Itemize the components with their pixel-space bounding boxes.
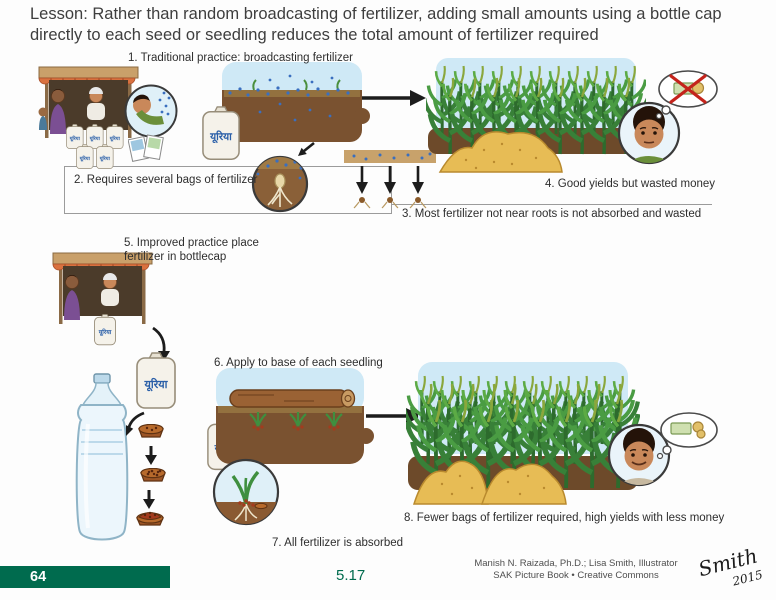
fertilizer-bag-traditional	[202, 106, 240, 160]
grain-pile-traditional	[438, 131, 563, 173]
unabsorbed-fertilizer-diagram	[344, 150, 436, 209]
broadcast-granules	[228, 74, 350, 122]
step-4-label: 4. Good yields but wasted money	[545, 178, 716, 190]
step-6-label: 6. Apply to base of each seedling	[214, 357, 383, 369]
seedling-inset	[212, 458, 280, 526]
fertilizer-photos	[128, 134, 164, 162]
arrow-bag-to-cap	[126, 411, 145, 436]
page-number-bar: 64	[0, 566, 170, 588]
fertilizer-bag-stack	[66, 124, 124, 169]
credits-line-1: Manish N. Raizada, Ph.D.; Lisa Smith, Il…	[474, 558, 678, 569]
grain-piles-improved	[412, 460, 567, 505]
step-3-label: 3. Most fertilizer not near roots is not…	[402, 208, 702, 220]
traditional-section-line	[392, 204, 712, 205]
farmer-face-improved	[607, 423, 671, 487]
fertilizer-bag-improved	[136, 352, 176, 409]
shopkeeper-figure	[87, 87, 105, 120]
broadcasting-inset	[124, 84, 178, 138]
fertilizer-shop-traditional	[38, 66, 139, 169]
bottlecap-partial	[140, 468, 166, 482]
figure-number: 5.17	[336, 567, 366, 584]
plastic-bottle	[75, 373, 129, 541]
spot-fertilized-seedlings	[249, 412, 343, 431]
step-2-label: 2. Requires several bags of fertilizer	[74, 174, 258, 186]
credits-block: Manish N. Raizada, Ph.D.; Lisa Smith, Il…	[462, 558, 690, 583]
bottlecap-empty	[138, 424, 164, 438]
arrow-to-roots-inset	[298, 141, 315, 156]
step-8-label: 8. Fewer bags of fertilizer required, hi…	[404, 512, 725, 524]
arrow-cap-down-2	[143, 490, 155, 509]
cap-granules	[238, 499, 255, 507]
step-1-label: 1. Traditional practice: broadcasting fe…	[128, 52, 353, 64]
thought-bubble-wasted-money	[655, 70, 718, 120]
fertilizer-shop-improved	[52, 252, 153, 346]
page-title: Lesson: Rather than random broadcasting …	[30, 5, 722, 45]
thrown-fertilizer-granules	[158, 91, 171, 116]
shopkeeper-figure	[101, 273, 119, 306]
farmer-face-traditional	[617, 101, 681, 165]
arrow-cap-down-1	[145, 446, 157, 465]
money-icon	[670, 421, 706, 439]
soil-panel-improved	[216, 368, 374, 464]
illustrator-signature: Smith 2015	[696, 543, 764, 588]
thought-bubble-saved-money	[656, 412, 718, 460]
log-icon	[229, 389, 356, 408]
single-bag	[94, 314, 116, 346]
down-arrow-icon	[360, 166, 420, 184]
red-cross-icon	[669, 74, 707, 104]
child-figure	[38, 107, 48, 130]
customer-figure	[64, 275, 80, 320]
credits-line-2: SAK Picture Book • Creative Commons	[493, 570, 659, 582]
soil-panel-broadcast	[222, 62, 370, 142]
page-number: 64	[30, 569, 47, 585]
step-5-label: 5. Improved practice place fertilizer in…	[124, 237, 259, 264]
seeds-with-roots	[353, 197, 427, 209]
arrow-right-traditional	[362, 90, 426, 106]
step-7-label: 7. All fertilizer is absorbed	[272, 537, 404, 549]
customer-figure	[50, 89, 66, 134]
bottlecap-filled	[136, 511, 164, 526]
seed-roots	[267, 186, 293, 207]
roots-inset	[251, 155, 309, 213]
